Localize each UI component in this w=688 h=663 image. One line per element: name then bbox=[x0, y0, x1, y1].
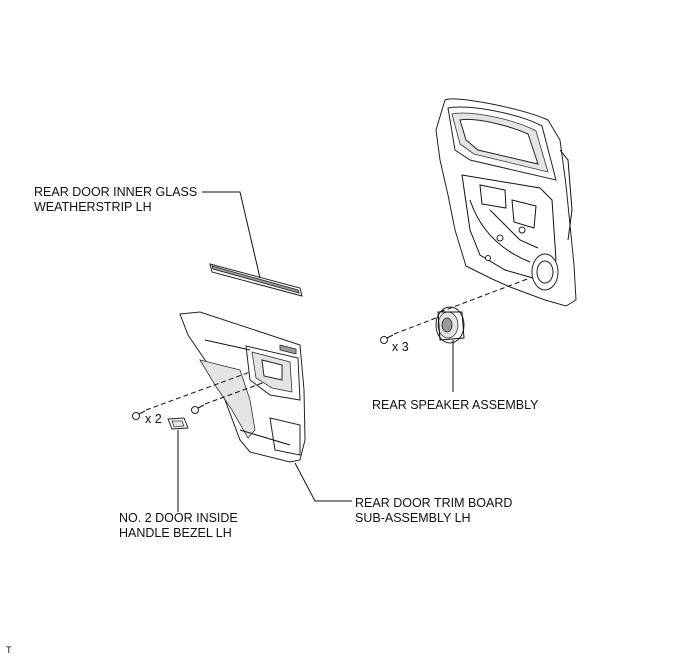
speaker-label: REAR SPEAKER ASSEMBLY bbox=[372, 398, 539, 412]
speaker-to-door-assembly-line bbox=[439, 277, 531, 313]
handle-bezel-label: NO. 2 DOOR INSIDE HANDLE BEZEL LH bbox=[119, 511, 241, 540]
speaker-screw-assembly-line bbox=[393, 317, 437, 335]
figure-code: T bbox=[6, 645, 12, 655]
trim-screw-right-icon bbox=[191, 404, 205, 414]
trim-screw-left-assembly-line bbox=[145, 371, 251, 411]
inner-glass-weatherstrip-illustration bbox=[209, 263, 303, 297]
trim-screw-left-icon bbox=[132, 410, 146, 420]
glass-weatherstrip-label: REAR DOOR INNER GLASS WEATHERSTRIP LH bbox=[34, 185, 201, 214]
trim-screw-quantity: x 2 bbox=[145, 412, 162, 426]
handle-bezel-illustration bbox=[167, 417, 189, 430]
rear-door-panel-illustration bbox=[435, 98, 577, 307]
trim-board-label: REAR DOOR TRIM BOARD SUB-ASSEMBLY LH bbox=[355, 496, 516, 525]
speaker-screw-quantity: x 3 bbox=[392, 340, 409, 354]
trim-board-leader bbox=[294, 462, 352, 502]
speaker-screw-icon bbox=[380, 334, 394, 344]
rear-speaker-illustration bbox=[435, 306, 465, 344]
door-trim-board-illustration bbox=[179, 311, 306, 463]
trim-screw-right-assembly-line bbox=[204, 381, 266, 405]
glass-weatherstrip-leader bbox=[202, 191, 261, 279]
